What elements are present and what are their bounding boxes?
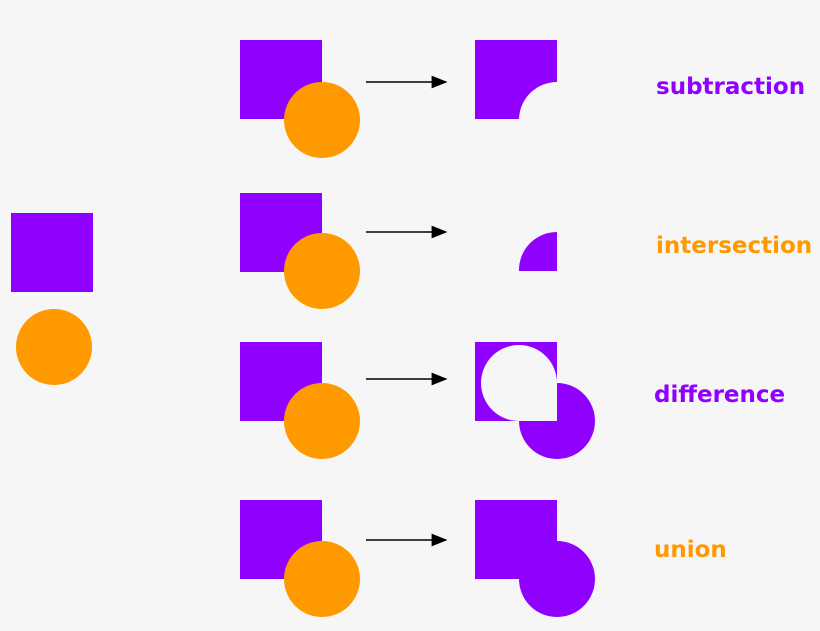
row-difference — [240, 342, 595, 459]
result-subtraction-shape — [475, 40, 557, 119]
result-union-circle — [519, 541, 595, 617]
source-square — [11, 213, 93, 292]
label-union: union — [654, 537, 727, 563]
source-circle — [16, 309, 92, 385]
result-difference-shape — [475, 342, 595, 459]
result-intersection-shape — [518, 232, 557, 271]
input-circle — [284, 541, 360, 617]
row-subtraction — [240, 40, 557, 158]
label-subtraction: subtraction — [656, 74, 806, 100]
input-circle — [284, 233, 360, 309]
label-intersection: intersection — [656, 233, 813, 259]
row-union — [240, 500, 595, 617]
input-circle — [284, 383, 360, 459]
row-intersection — [240, 193, 557, 309]
input-circle — [284, 82, 360, 158]
label-difference: difference — [654, 382, 786, 408]
